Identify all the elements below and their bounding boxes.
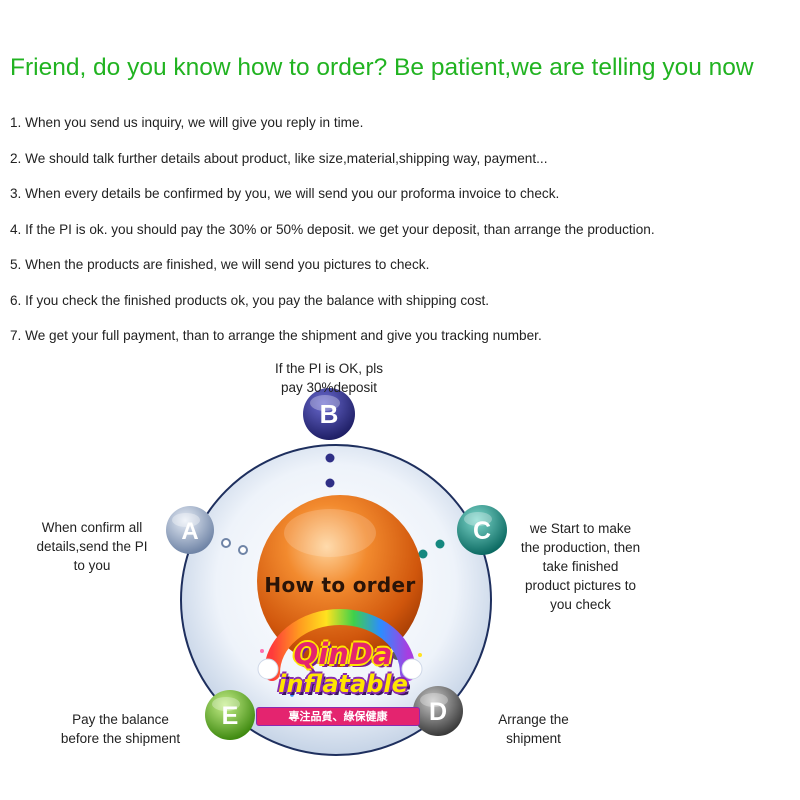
step-4: 4. If the PI is ok. you should pay the 3… [10, 221, 655, 237]
node-e-circle [205, 690, 255, 740]
node-a-label-line: to you [73, 558, 111, 573]
node-c-label-line: take finished [542, 559, 619, 574]
logo-slogan-banner: 專注品質、綠保健康 [256, 707, 420, 726]
node-e-label-line: before the shipment [60, 731, 181, 746]
step-5: 5. When the products are finished, we wi… [10, 257, 430, 272]
node-b-letter: B [320, 399, 339, 429]
node-d-label-line: shipment [506, 731, 561, 746]
node-c-label-line: the production, then [520, 540, 641, 555]
node-d-circle [413, 686, 463, 736]
node-c-label-line: you check [550, 597, 611, 612]
node-c-letter: C [473, 517, 491, 545]
node-e-label: Pay the balance before the shipment [48, 710, 193, 748]
node-c-label-line: we Start to make [529, 521, 632, 536]
node-d-label: Arrange the shipment [476, 710, 591, 748]
node-a-circle [166, 506, 214, 554]
step-1: 1. When you send us inquiry, we will giv… [10, 115, 364, 130]
step-2: 2. We should talk further details about … [10, 150, 548, 166]
center-title: How to order [264, 573, 416, 597]
order-steps-list: 1. When you send us inquiry, we will giv… [10, 113, 655, 362]
step-6: 6. If you check the finished products ok… [10, 292, 490, 308]
step-3: 3. When every details be confirmed by yo… [10, 186, 560, 201]
node-b-label-line: pay 30%deposit [280, 380, 378, 395]
node-a-label-line: When confirm all [41, 520, 143, 535]
node-b-label-line: If the PI is OK, pls [274, 361, 384, 376]
step-7: 7. We get your full payment, than to arr… [10, 328, 542, 343]
node-d-letter: D [429, 698, 447, 726]
node-c-circle [457, 505, 507, 555]
logo-brand-name: QinDa [293, 637, 393, 671]
diagram-graphics: B A C D E [166, 388, 507, 756]
node-a-label: When confirm all details,send the PI to … [22, 518, 162, 575]
node-b-circle [303, 388, 355, 440]
node-c-label: we Start to make the production, then ta… [508, 519, 653, 614]
page-headline: Friend, do you know how to order? Be pat… [10, 54, 754, 81]
order-process-diagram: B A C D E How to order If the PI is OK, … [0, 355, 800, 800]
node-a-label-line: details,send the PI [36, 539, 148, 554]
node-b-label: If the PI is OK, pls pay 30%deposit [245, 359, 413, 397]
node-e-letter: E [222, 702, 239, 730]
node-e-label-line: Pay the balance [72, 712, 169, 727]
logo-brand-subtitle: inflatable [278, 670, 408, 698]
logo-rainbow [257, 609, 423, 697]
node-c-label-line: product pictures to [524, 578, 637, 593]
node-a-letter: A [181, 518, 198, 545]
node-d-label-line: Arrange the [498, 712, 569, 727]
